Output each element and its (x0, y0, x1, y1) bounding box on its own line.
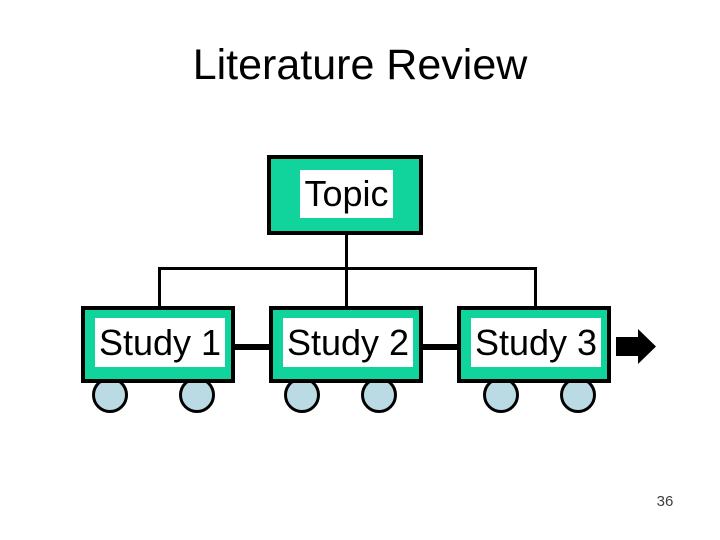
connector-horizontal (158, 267, 537, 270)
coupling-link (423, 344, 457, 350)
topic-node: Topic (267, 155, 423, 235)
study-2-node-label: Study 2 (283, 318, 413, 367)
connector-root-vertical (345, 235, 348, 306)
study-3-node-label: Study 3 (471, 318, 601, 367)
right-arrow-icon (616, 329, 656, 364)
connector-right-vertical (534, 267, 537, 306)
topic-node-label: Topic (300, 170, 393, 218)
study-3-node: Study 3 (457, 306, 611, 383)
study-1-node-label: Study 1 (95, 318, 225, 367)
study-1-node: Study 1 (81, 306, 235, 383)
page-number: 36 (656, 493, 674, 510)
study-2-node: Study 2 (269, 306, 423, 383)
connector-left-vertical (158, 267, 161, 306)
coupling-link (235, 344, 269, 350)
slide-title: Literature Review (192, 41, 528, 89)
wheel-icon (179, 377, 215, 413)
